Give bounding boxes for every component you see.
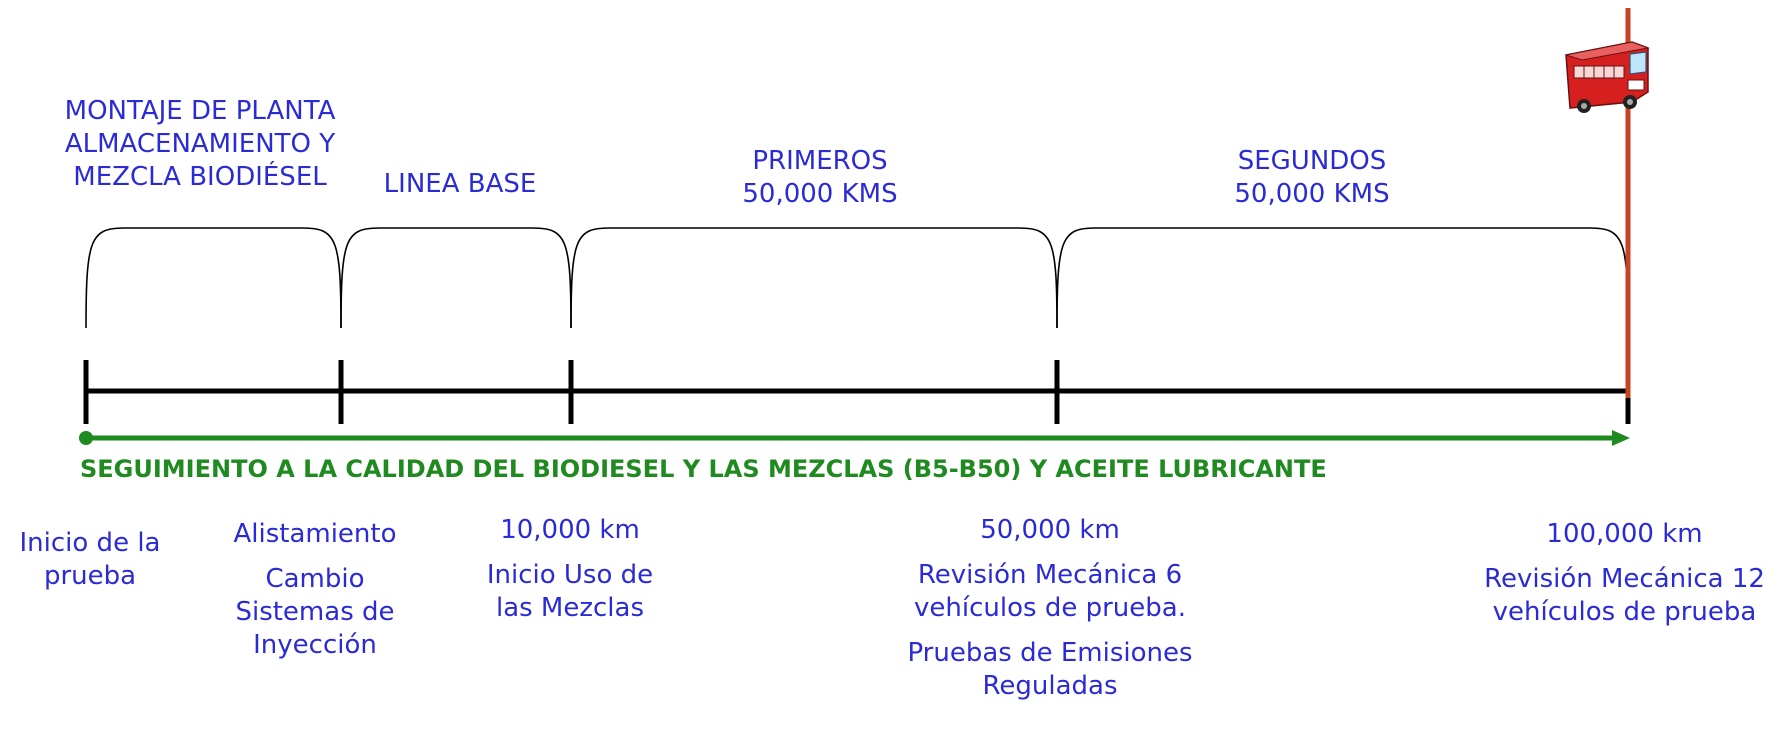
milestone-title-line: Alistamiento [233, 519, 397, 549]
milestone-note-line: Inyección [253, 630, 377, 660]
phase-label-line: 50,000 KMS [742, 179, 898, 209]
phase-label-line: ALMACENAMIENTO Y [64, 129, 336, 159]
phase-label-montaje: MONTAJE DE PLANTA ALMACENAMIENTO Y MEZCL… [44, 95, 356, 194]
milestone-note-line: vehículos de prueba. [914, 593, 1186, 623]
tracking-arrow-start [79, 431, 93, 445]
milestone-note-line: las Mezclas [495, 593, 645, 623]
milestone-alistamiento: Alistamiento Cambio Sistemas de Inyecció… [210, 518, 420, 662]
phase-label-line: 50,000 KMS [1234, 179, 1390, 209]
phase-braces [85, 227, 1629, 329]
milestone-title-line: 50,000 km [980, 515, 1120, 545]
phase-label-primeros: PRIMEROS 50,000 KMS [700, 145, 940, 211]
milestone-note-line: vehículos de prueba [1492, 597, 1757, 627]
phase-brace [570, 227, 1058, 329]
milestone-note-line: Reguladas [982, 671, 1118, 701]
phase-brace [340, 227, 572, 329]
phase-label-line: MEZCLA BIODIÉSEL [73, 162, 327, 192]
milestone-note-line: Inicio Uso de [486, 560, 654, 590]
spacer [450, 547, 690, 559]
phase-label-segundos: SEGUNDOS 50,000 KMS [1192, 145, 1432, 211]
phase-brace [85, 227, 342, 329]
tracking-label: SEGUIMIENTO A LA CALIDAD DEL BIODIESEL Y… [80, 455, 1327, 483]
phase-label-line: LINEA BASE [383, 169, 537, 199]
tracking-arrow-head [1612, 430, 1630, 446]
milestone-note-line: Revisión Mecánica 12 [1484, 564, 1765, 594]
phase-label-line: SEGUNDOS [1237, 146, 1387, 176]
spacer [1460, 551, 1789, 563]
milestone-title-line: 100,000 km [1546, 519, 1703, 549]
milestone-title-line: Inicio de la [19, 528, 161, 558]
spacer [880, 547, 1220, 559]
bus-icon [1565, 41, 1650, 113]
milestone-10000: 10,000 km Inicio Uso de las Mezclas [450, 514, 690, 625]
milestone-note-line: Sistemas de [235, 597, 395, 627]
milestone-title-line: prueba [43, 561, 137, 591]
phase-label-line: MONTAJE DE PLANTA [64, 96, 336, 126]
milestone-note-line: Cambio [265, 564, 365, 594]
spacer [880, 625, 1220, 637]
milestone-50000: 50,000 km Revisión Mecánica 6 vehículos … [880, 514, 1220, 703]
milestone-inicio: Inicio de la prueba [0, 527, 180, 593]
phase-label-linea-base: LINEA BASE [370, 168, 550, 201]
phase-label-line: PRIMEROS [752, 146, 888, 176]
phase-brace [1056, 227, 1629, 329]
milestone-title-line: 10,000 km [500, 515, 640, 545]
spacer [210, 551, 420, 563]
milestone-note-line: Pruebas de Emisiones [907, 638, 1193, 668]
milestone-100000: 100,000 km Revisión Mecánica 12 vehículo… [1460, 518, 1789, 629]
milestone-note-line: Revisión Mecánica 6 [917, 560, 1183, 590]
